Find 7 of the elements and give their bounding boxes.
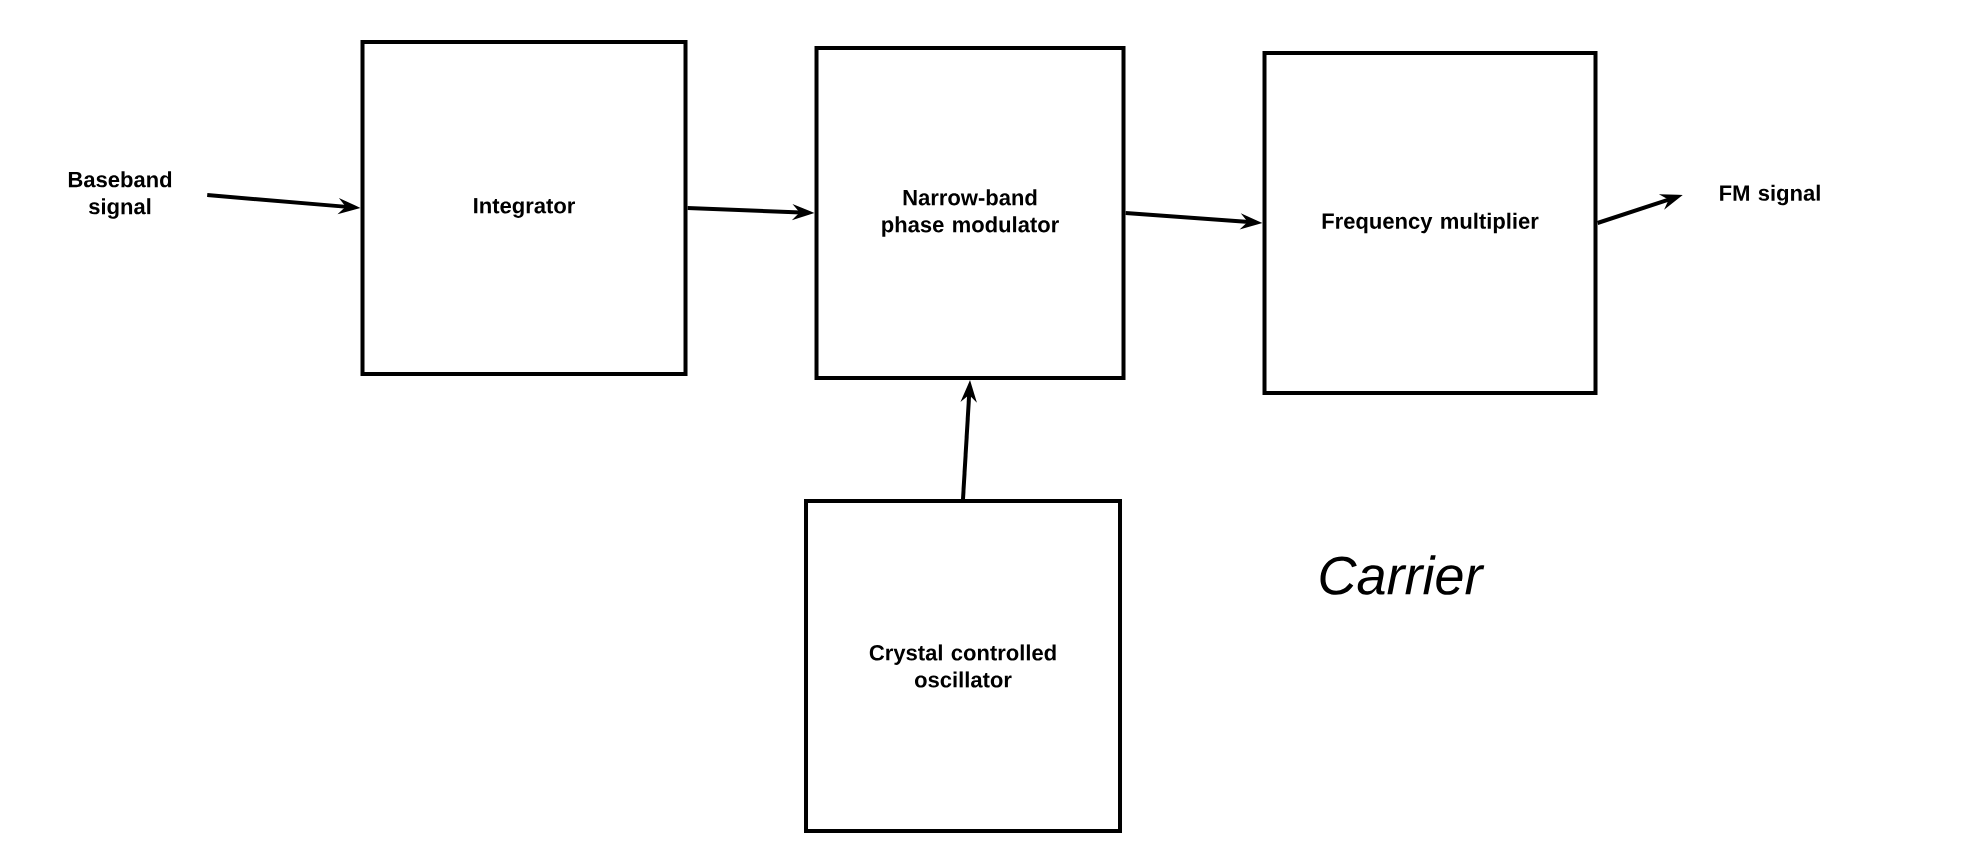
signal-label: Baseband signal (68, 171, 172, 219)
signal-label: FM signal (1720, 184, 1820, 206)
process-box: Narrow-band phase modulator (814, 46, 1126, 380)
process-box: Crystal controlled oscillator (804, 499, 1122, 833)
process-box: Integrator (360, 40, 688, 376)
handwritten-label: Carrier (1320, 555, 1485, 595)
process-box: Frequency multiplier (1262, 51, 1598, 395)
